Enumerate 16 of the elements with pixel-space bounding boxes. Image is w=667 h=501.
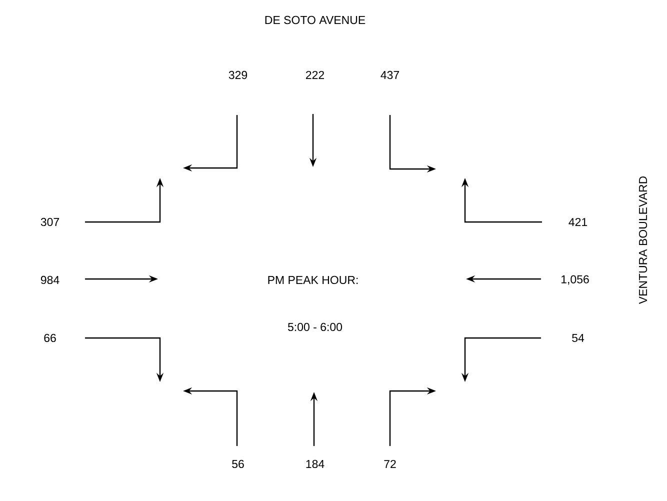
- street-name: DE SOTO AVENUE: [265, 16, 366, 24]
- volume-number: 66: [44, 334, 56, 342]
- time-range-label: 5:00 - 6:00: [288, 322, 342, 332]
- volume-number: 1,056: [562, 275, 589, 285]
- volume-number: 437: [380, 70, 399, 80]
- volume-number: 222: [306, 70, 324, 79]
- volume-number: 184: [306, 460, 324, 468]
- street-name: VENTURA BOULEVARD: [638, 176, 648, 304]
- volume-number: 72: [384, 460, 396, 468]
- volume-number: 421: [568, 218, 588, 226]
- volume-number: 984: [40, 276, 60, 284]
- volume-number: 56: [232, 460, 244, 468]
- volume-number: 54: [572, 334, 584, 342]
- volume-number: 307: [40, 218, 60, 226]
- peak-hour-label: PM PEAK HOUR:: [268, 276, 358, 284]
- volume-number: 329: [228, 70, 248, 80]
